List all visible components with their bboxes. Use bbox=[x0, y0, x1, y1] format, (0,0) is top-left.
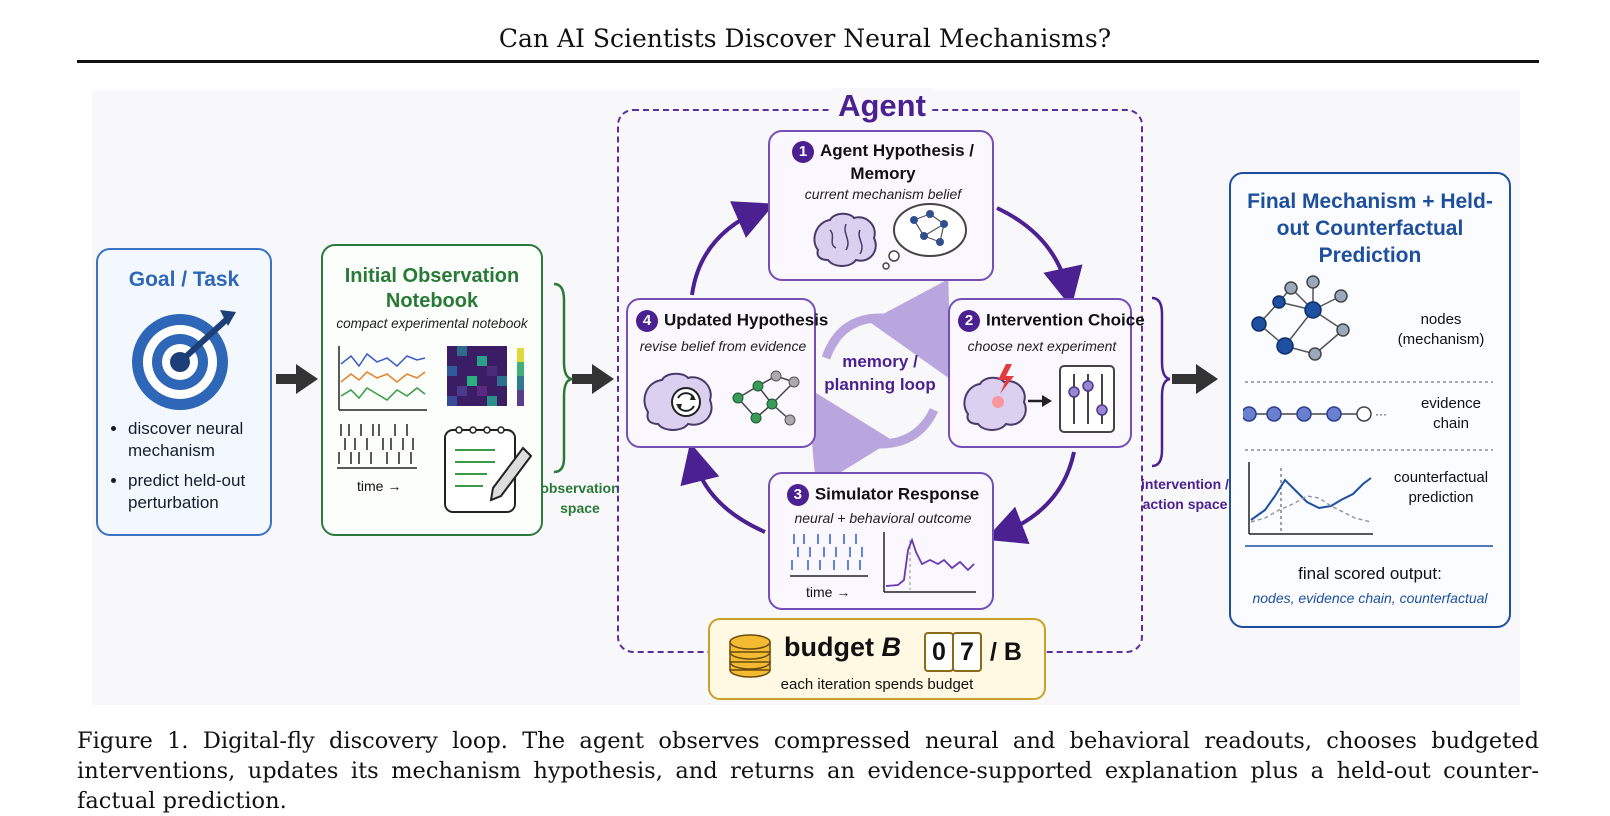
target-icon bbox=[132, 310, 236, 410]
budget-digit-1: 7 bbox=[952, 632, 982, 672]
notebook-heatmap bbox=[447, 346, 524, 406]
goal-item-predict: predict held-out perturbation bbox=[128, 470, 270, 514]
final-title: Final Mechanism + Held-out Counterfactua… bbox=[1247, 190, 1493, 267]
goal-to-notebook-arrow bbox=[276, 364, 318, 394]
goal-list: discover neural mechanism predict held-o… bbox=[106, 418, 270, 522]
right-arrow-icon bbox=[1028, 395, 1052, 407]
cycle-arrow-3-to-4 bbox=[680, 442, 766, 534]
brain-refresh-icon bbox=[643, 372, 713, 431]
notebook-title: Initial Observation Notebook bbox=[344, 265, 520, 312]
final-scored-output-label: final scored output: bbox=[1298, 564, 1442, 583]
mechanism-graph-icon bbox=[1251, 275, 1350, 361]
initial-observation-notebook: Initial Observation Notebook compact exp… bbox=[321, 244, 543, 536]
figure-caption: Figure 1. Digital-fly discovery loop. Th… bbox=[77, 728, 1539, 814]
intervention-choice-box: 2 Intervention Choice choose next experim… bbox=[948, 298, 1145, 448]
header-rule bbox=[77, 60, 1539, 63]
observation-brace bbox=[553, 282, 573, 474]
observation-space-label: observation space bbox=[540, 480, 620, 516]
page-header-title: Can AI Scientists Discover Neural Mechan… bbox=[498, 24, 1112, 53]
budget-word: budget bbox=[784, 632, 874, 662]
updated-hypothesis-box: 4 Updated Hypothesis revise belief from e… bbox=[626, 298, 828, 448]
updated-title: Updated Hypothesis bbox=[664, 310, 829, 330]
inner-loop-arrow-top bbox=[821, 279, 951, 380]
notepad-pencil-icon bbox=[444, 426, 533, 513]
thought-network-icon bbox=[882, 203, 967, 270]
evidence-chain-label: evidence chain bbox=[1420, 395, 1482, 432]
goal-item-discover: discover neural mechanism bbox=[128, 418, 270, 462]
counterfactual-prediction-label: counterfactual prediction bbox=[1393, 469, 1489, 506]
simulator-response-trace bbox=[883, 532, 976, 593]
updated-subtitle: revise belief from evidence bbox=[639, 338, 807, 354]
divider-3 bbox=[1245, 545, 1493, 547]
intervention-subtitle: choose next experiment bbox=[967, 338, 1117, 354]
simulator-title: Simulator Response bbox=[814, 484, 980, 504]
coin-stack-icon bbox=[729, 634, 771, 678]
step-number-4: 4 bbox=[636, 310, 658, 332]
simulator-subtitle: neural + behavioral outcome bbox=[794, 510, 972, 526]
notebook-traces-plot bbox=[338, 346, 427, 411]
final-scored-output-items: nodes, evidence chain, counterfactual bbox=[1252, 590, 1488, 606]
step-number-2: 2 bbox=[958, 310, 980, 332]
hypothesis-subtitle: current mechanism belief bbox=[804, 186, 962, 202]
notebook-time-label: time → bbox=[357, 478, 402, 494]
memory-planning-loop-label: memory / planning loop bbox=[824, 352, 936, 394]
cycle-arrow-1-to-2 bbox=[996, 206, 1083, 308]
inner-loop-arrow-bottom bbox=[807, 387, 939, 488]
divider-2 bbox=[1245, 449, 1493, 451]
step-number-1: 1 bbox=[792, 140, 815, 163]
step-number-3: 3 bbox=[786, 484, 809, 506]
simulator-spike-raster bbox=[790, 534, 868, 577]
intervention-title: Intervention Choice bbox=[986, 310, 1145, 330]
goal-task-box: Goal / Task discover neural mechanism pr… bbox=[96, 248, 272, 536]
counterfactual-prediction-plot bbox=[1248, 462, 1373, 535]
updated-network-icon bbox=[732, 370, 800, 426]
nodes-mechanism-label: nodes (mechanism) bbox=[1397, 311, 1485, 348]
budget-panel: budget B 0 7 / B each iteration spends b… bbox=[708, 618, 1046, 700]
agent-to-final-arrow bbox=[1172, 364, 1218, 394]
hypothesis-title: Agent Hypothesis / Memory bbox=[820, 141, 974, 183]
action-brace bbox=[1151, 296, 1171, 468]
slider-panel-icon bbox=[1059, 365, 1115, 433]
goal-title: Goal / Task bbox=[128, 268, 240, 291]
intervention-action-space-label: intervention / action space bbox=[1141, 476, 1229, 512]
simulator-time-label: time → bbox=[806, 584, 851, 600]
divider-1 bbox=[1245, 381, 1493, 383]
agent-title: Agent bbox=[832, 88, 932, 124]
figure-connectors bbox=[276, 201, 1218, 544]
notebook-spike-raster bbox=[337, 424, 417, 469]
budget-symbol: B bbox=[881, 632, 902, 662]
notebook-subtitle: compact experimental notebook bbox=[336, 316, 528, 331]
budget-label: budget B bbox=[784, 632, 901, 663]
stimulated-brain-icon bbox=[963, 364, 1027, 431]
svg-text:···: ··· bbox=[1375, 407, 1387, 421]
cycle-arrow-4-to-1 bbox=[690, 201, 775, 296]
budget-subtitle: each iteration spends budget bbox=[780, 676, 974, 693]
evidence-chain-icon: ··· bbox=[1243, 406, 1387, 422]
budget-digit-0: 0 bbox=[924, 632, 954, 672]
cycle-arrow-2-to-3 bbox=[985, 451, 1076, 544]
notebook-to-agent-arrow bbox=[572, 364, 614, 394]
final-mechanism-box: Final Mechanism + Held-out Counterfactua… bbox=[1229, 172, 1511, 628]
budget-over-label: / B bbox=[990, 638, 1022, 666]
brain-icon bbox=[813, 212, 877, 267]
